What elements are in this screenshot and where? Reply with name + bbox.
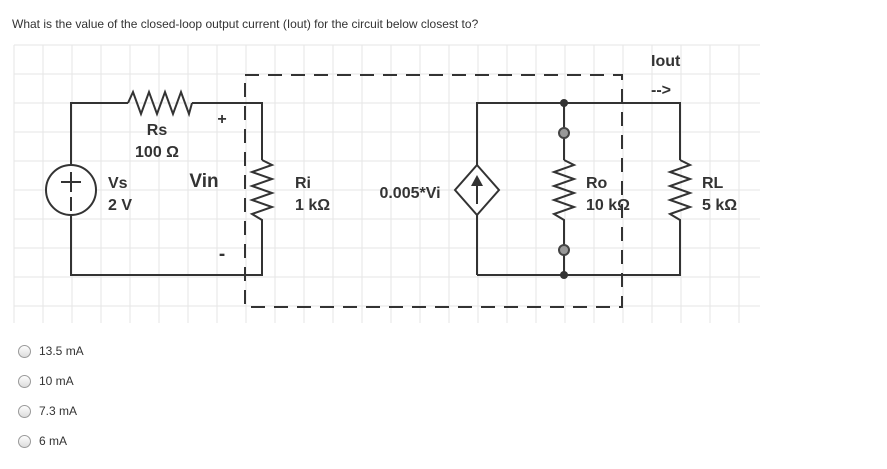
answer-option[interactable]: 13.5 mA <box>18 336 84 366</box>
vs-value: 2 V <box>108 197 132 214</box>
rl-value: 5 kΩ <box>702 197 737 214</box>
vin-plus: + <box>217 111 226 128</box>
vin-minus: - <box>219 244 225 265</box>
answer-label: 13.5 mA <box>39 344 84 358</box>
answer-option[interactable]: 6 mA <box>18 426 84 456</box>
rs-resistor <box>127 89 193 118</box>
voltage-source <box>45 164 97 216</box>
answer-label: 6 mA <box>39 434 68 448</box>
iout-label: Iout <box>651 53 681 70</box>
source-label: 0.005*Vi <box>379 185 440 202</box>
radio-button[interactable] <box>18 404 31 418</box>
rs-value: 100 Ω <box>135 144 179 161</box>
dependent-current-source <box>453 163 501 217</box>
vin-label: Vin <box>189 171 218 192</box>
radio-button[interactable] <box>18 434 31 448</box>
junction-dot-top <box>560 99 568 107</box>
amplifier-boundary <box>244 74 623 308</box>
ri-resistor <box>248 159 276 225</box>
vs-name: Vs <box>108 175 128 192</box>
ri-name: Ri <box>295 175 311 192</box>
answer-label: 10 mA <box>39 374 74 388</box>
radio-button[interactable] <box>18 374 31 388</box>
answer-option[interactable]: 10 mA <box>18 366 84 396</box>
ro-name: Ro <box>586 175 608 192</box>
input-wires <box>70 102 263 276</box>
answer-label: 7.3 mA <box>39 404 78 418</box>
question-text: What is the value of the closed-loop out… <box>12 17 479 31</box>
ri-value: 1 kΩ <box>295 197 330 214</box>
answer-list: 13.5 mA 10 mA 7.3 mA 6 mA <box>18 336 84 456</box>
ro-resistor <box>550 159 578 225</box>
radio-button[interactable] <box>18 344 31 358</box>
junction-dot-bottom <box>560 271 568 279</box>
iout-arrow: --> <box>651 82 671 99</box>
rl-resistor <box>666 159 694 225</box>
rs-name: Rs <box>147 122 168 139</box>
probe-terminal-top <box>558 127 570 139</box>
answer-option[interactable]: 7.3 mA <box>18 396 84 426</box>
rl-name: RL <box>702 175 724 192</box>
circuit-diagram: Rs 100 Ω + - Vin Vs 2 V Ri 1 kΩ 0.005*Vi… <box>13 44 760 323</box>
probe-terminal-bottom <box>558 244 570 256</box>
ro-value: 10 kΩ <box>586 197 630 214</box>
